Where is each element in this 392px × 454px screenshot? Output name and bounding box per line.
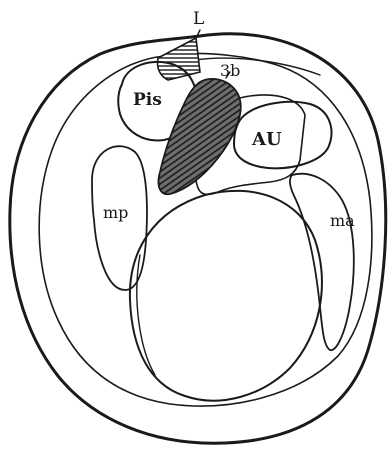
label-l: L bbox=[193, 9, 204, 29]
central-cavity bbox=[130, 191, 322, 401]
upper-ridge-line bbox=[195, 58, 320, 75]
left-cavity-line bbox=[137, 255, 155, 375]
label-ma: ma bbox=[330, 211, 355, 230]
region-au bbox=[234, 102, 331, 168]
hatched-region-l bbox=[157, 38, 200, 80]
label-au: AU bbox=[251, 129, 282, 150]
label-3b: 3b bbox=[220, 61, 240, 80]
hatched-region-3b bbox=[158, 79, 240, 194]
label-pis: Pis bbox=[133, 90, 162, 110]
region-ma bbox=[290, 174, 354, 350]
label-mp: mp bbox=[103, 203, 128, 222]
